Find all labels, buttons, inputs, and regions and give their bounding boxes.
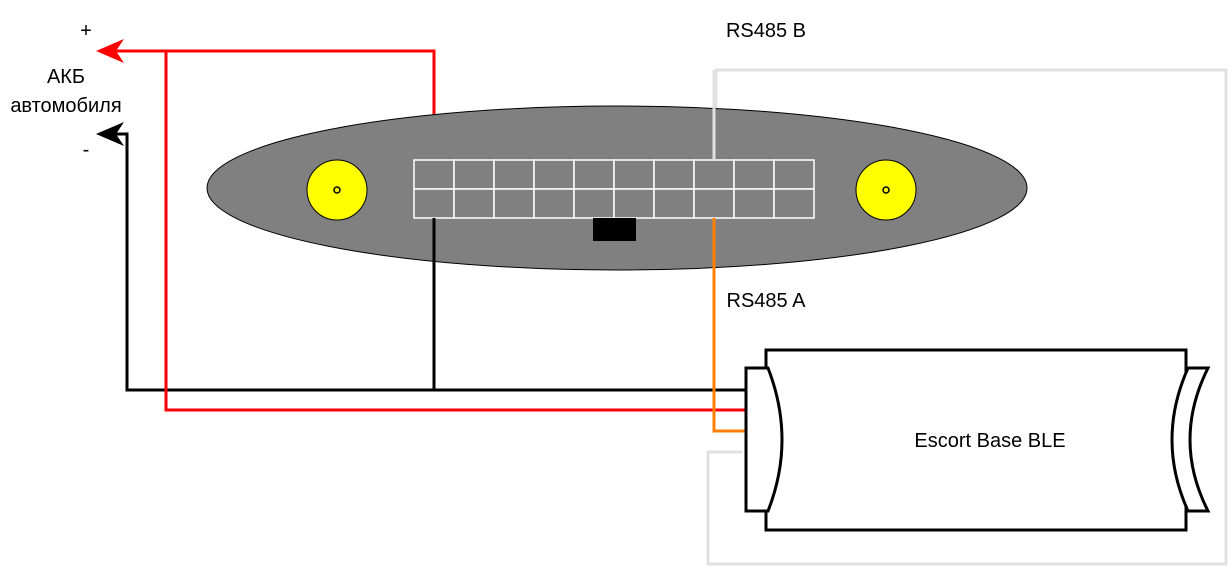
minus-label: - — [83, 139, 90, 161]
connector-pin — [413, 188, 455, 219]
right-mount-hole — [855, 159, 917, 221]
connector-pin — [773, 159, 815, 190]
rs485-a-label: RS485 A — [727, 290, 807, 312]
connector-key-tab — [593, 218, 636, 241]
negative-arrow-icon — [96, 122, 124, 146]
rs485-b-label: RS485 B — [726, 20, 806, 42]
left-mount-hole-center — [333, 186, 341, 194]
connector-pin-grid — [413, 159, 815, 219]
plus-label: + — [80, 20, 92, 42]
battery-label-line1: АКБ — [47, 66, 85, 88]
connector-pin — [413, 159, 455, 190]
connector-pin — [453, 188, 495, 219]
connector-pin — [653, 159, 695, 190]
negative-wire — [112, 132, 746, 392]
connector-pin — [733, 159, 775, 190]
connector-pin — [533, 159, 575, 190]
connector-pin — [453, 159, 495, 190]
device-right-cap — [1170, 366, 1211, 513]
connector-pin — [533, 188, 575, 219]
connector-pin — [773, 188, 815, 219]
connector-pin — [693, 188, 735, 219]
connector-pin — [733, 188, 775, 219]
device-left-cap — [744, 366, 784, 513]
connector-pin — [573, 188, 615, 219]
connector-pin — [493, 159, 535, 190]
connector-pin — [653, 188, 695, 219]
escort-base-ble-device: Escort Base BLE — [744, 348, 1211, 532]
connector-pin — [613, 159, 655, 190]
left-mount-hole — [306, 159, 368, 221]
connector-pin — [493, 188, 535, 219]
rs485-a-wire — [712, 218, 746, 433]
positive-arrow-icon — [96, 39, 124, 63]
battery-label-line2: автомобиля — [10, 95, 121, 117]
connector-pin — [573, 159, 615, 190]
rs485-b-wire — [706, 68, 1228, 566]
connector-pin — [693, 159, 735, 190]
connector-pin — [613, 188, 655, 219]
right-mount-hole-center — [882, 186, 890, 194]
device-name-label: Escort Base BLE — [914, 430, 1065, 452]
